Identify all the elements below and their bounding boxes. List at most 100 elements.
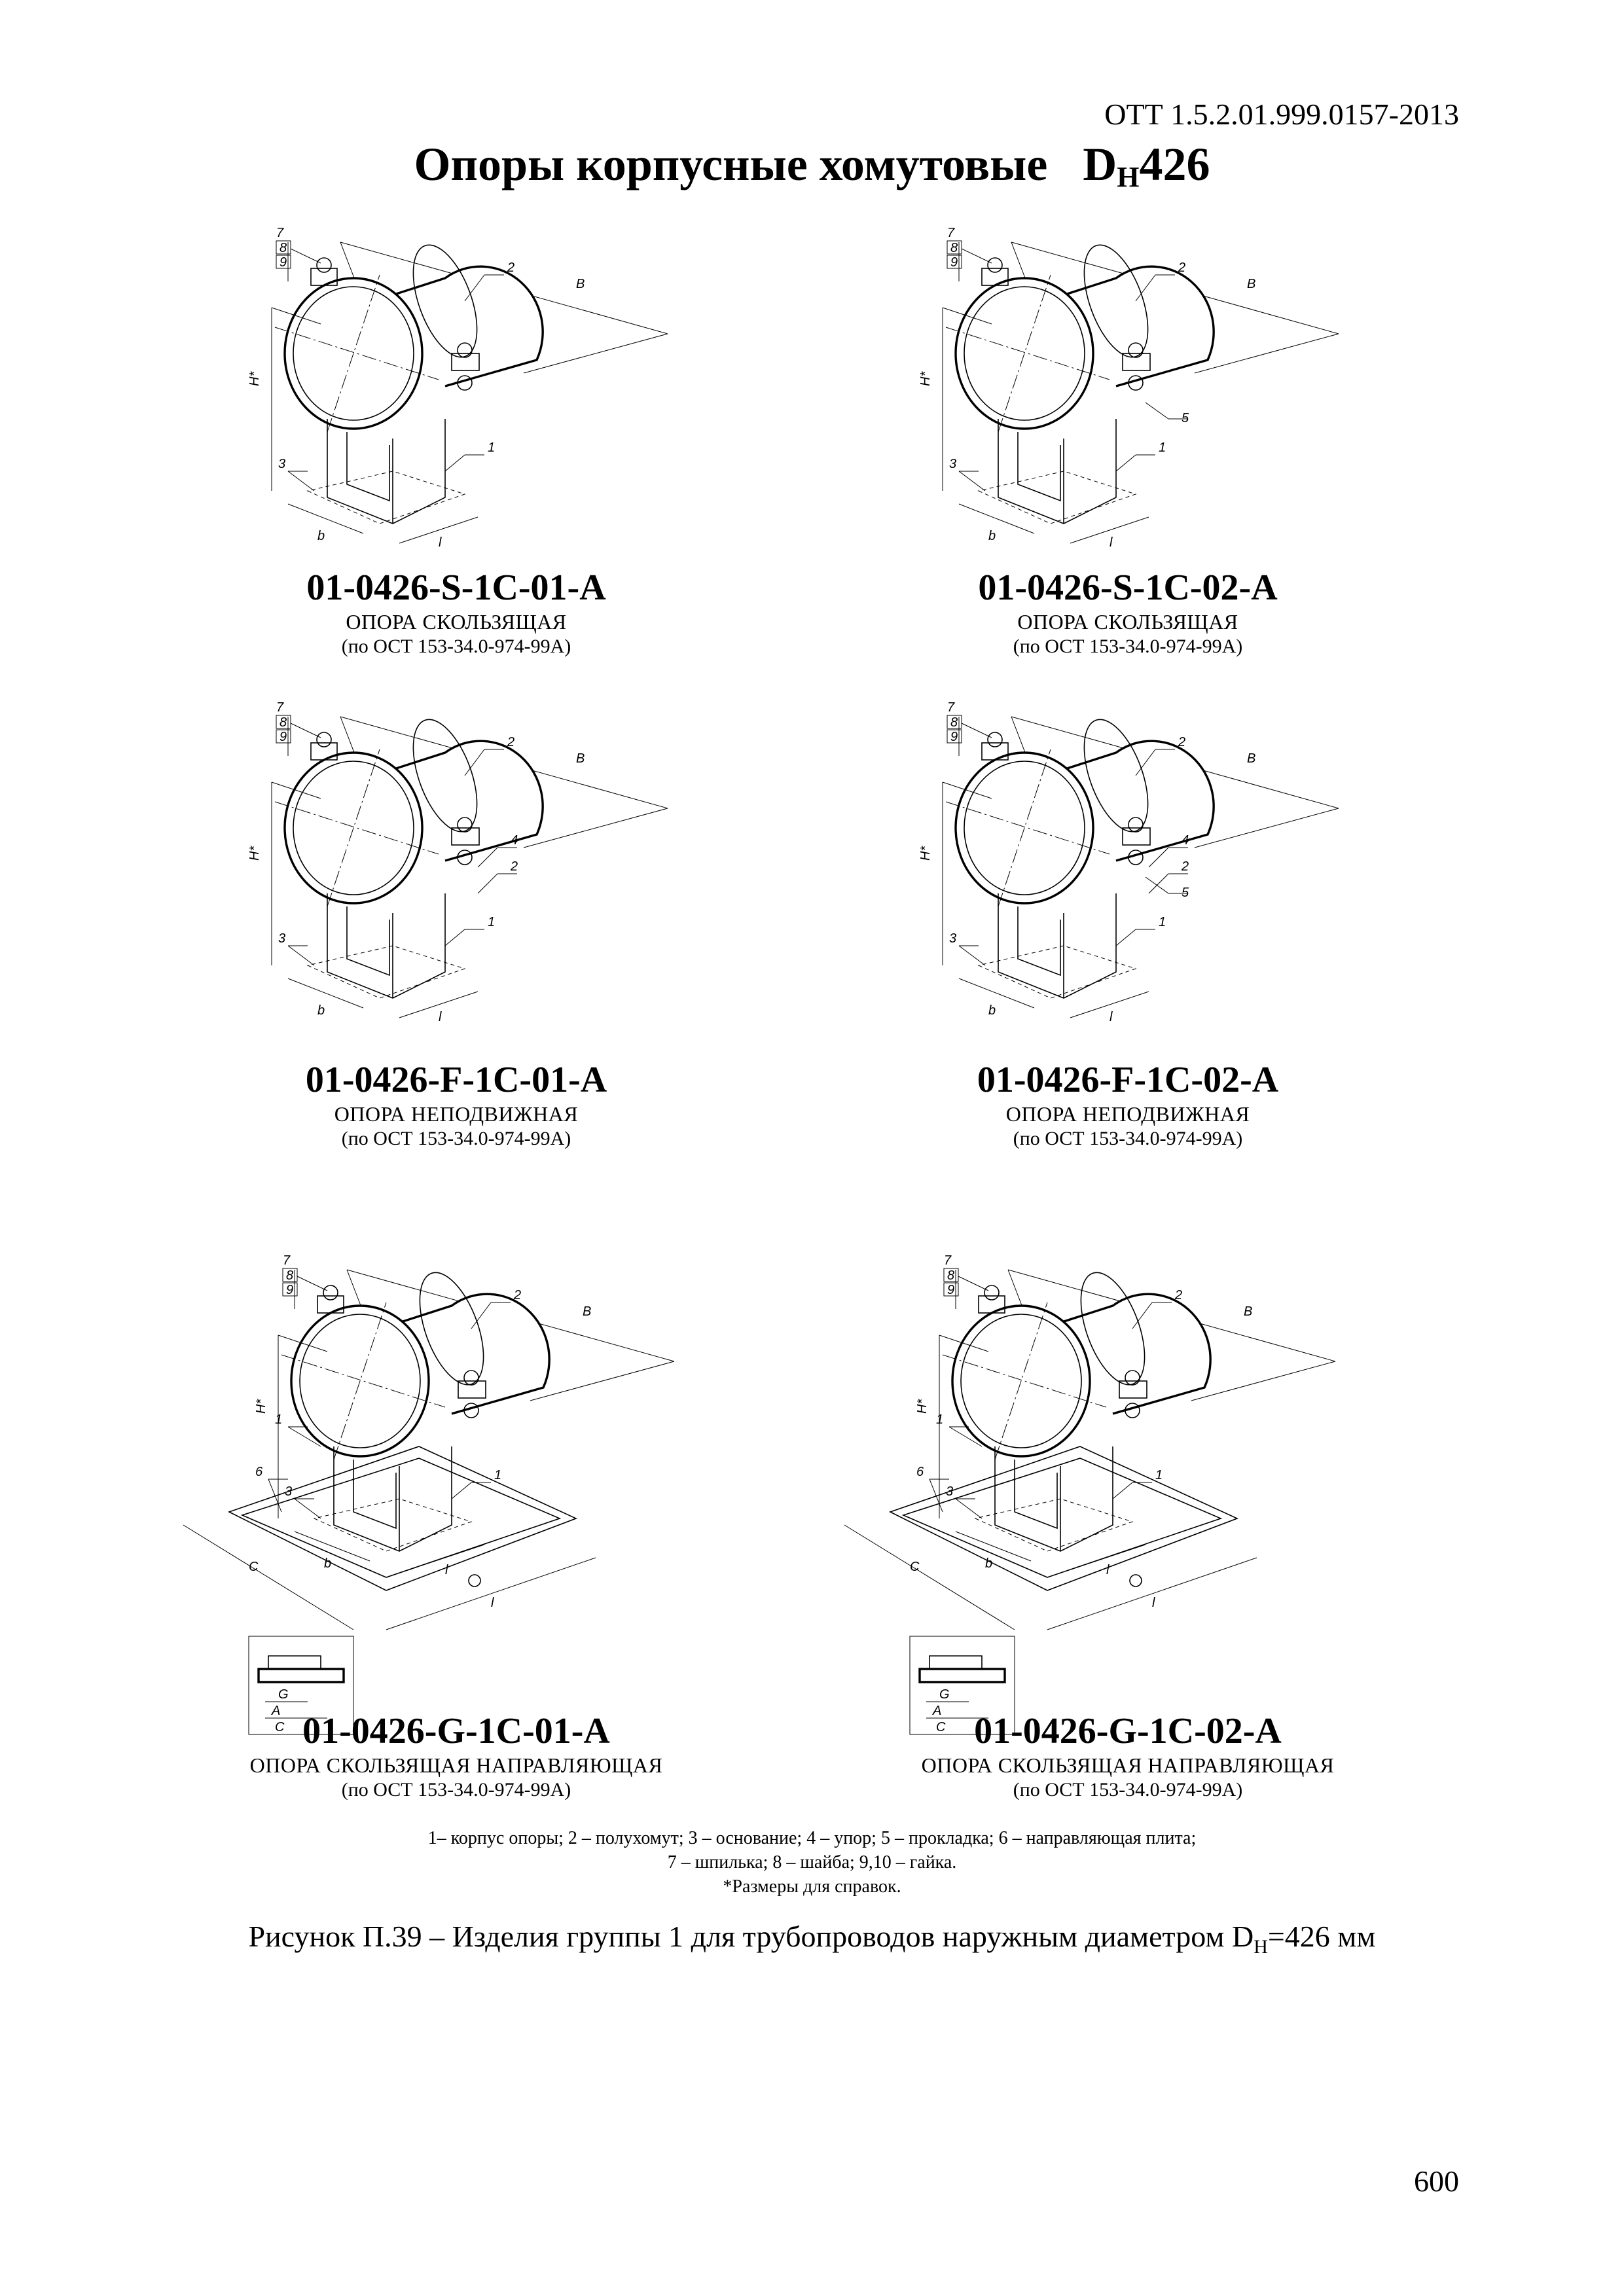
dimension-label-c: C [249, 1560, 259, 1574]
item-name: ОПОРА СКОЛЬЗЯЩАЯ [1017, 610, 1238, 634]
position-label-2: 2 [1178, 260, 1185, 275]
position-label-9: 9 [286, 1283, 293, 1297]
item-code: 01-0426-F-1C-01-A [305, 1060, 607, 1100]
nut-mid [457, 817, 473, 833]
dimension-label-b-small: b [317, 529, 325, 543]
position-label-9: 9 [950, 255, 958, 270]
position-label-1: 1 [494, 1468, 501, 1482]
centerline [274, 327, 439, 380]
position-label-9: 9 [280, 730, 287, 744]
dimension-label-l-long: l [1152, 1596, 1155, 1610]
tag-box [947, 255, 962, 269]
detail-plate [257, 1668, 345, 1683]
position-label-1: 1 [936, 1412, 943, 1427]
leader-line [287, 471, 315, 492]
position-label-7: 7 [947, 226, 955, 240]
base-outline [977, 945, 1137, 999]
leader-line [444, 454, 465, 472]
item-standard: (по ОСТ 153-34.0-974-99А) [1013, 1779, 1243, 1801]
item-caption-2: 01-0426-S-1C-02-A ОПОРА СКОЛЬЗЯЩАЯ (по О… [801, 566, 1455, 659]
pipe-end-inner [299, 1314, 421, 1448]
title-main: Опоры корпусные хомутовые [414, 138, 1048, 190]
extension-line [942, 781, 992, 799]
dimension-label-b: B [1247, 277, 1255, 291]
guide-plate [227, 1446, 578, 1591]
clamp-ring [419, 1272, 484, 1386]
extension-line [271, 307, 321, 325]
dimension-line-l-long [386, 1557, 596, 1630]
clamp-ear-bottom [1122, 353, 1151, 371]
extension-line [523, 808, 668, 848]
centerline [998, 749, 1051, 907]
base-outline [306, 471, 466, 524]
leader-line [290, 723, 321, 738]
item-name: ОПОРА СКОЛЬЗЯЩАЯ [346, 610, 567, 634]
leader-line [477, 873, 498, 894]
guide-plate-inner [240, 1458, 562, 1578]
position-label-7: 7 [947, 700, 955, 715]
item-standard: (по ОСТ 153-34.0-974-99А) [341, 1128, 571, 1149]
centerline [945, 327, 1110, 380]
leader-line [1115, 454, 1136, 472]
support-body [333, 1446, 452, 1552]
position-label-2: 2 [507, 735, 514, 749]
nut-bottom [1128, 375, 1144, 391]
pipe-end-inner [964, 286, 1085, 421]
position-label-7: 7 [276, 700, 284, 715]
dimension-label-b-small: b [985, 1556, 992, 1571]
pipe-body [353, 265, 544, 387]
leader-line [1145, 402, 1169, 420]
item-standard: (по ОСТ 153-34.0-974-99А) [341, 636, 571, 657]
pipe-end-inner [964, 761, 1085, 895]
clamp-ring [1083, 244, 1149, 358]
clamp-ear-top [317, 1295, 344, 1314]
extension-line [1194, 808, 1339, 848]
tag-box [947, 715, 962, 729]
clamp-ring [1080, 1272, 1146, 1386]
dimension-label-b-small: b [317, 1003, 325, 1018]
dimension-line-l [1070, 516, 1149, 544]
position-label-1: 1 [488, 440, 495, 455]
leader-line [955, 1498, 983, 1519]
dimension-line-l [399, 516, 478, 544]
tag-box [947, 240, 962, 255]
dimension-line-b-small [958, 503, 1035, 534]
nut-bottom [457, 375, 473, 391]
detail-plate [918, 1668, 1006, 1683]
support-body [327, 893, 446, 999]
support-rib [1017, 906, 1061, 977]
leader-line [464, 749, 485, 776]
leader-line [1148, 873, 1169, 894]
document-code: ОТТ 1.5.2.01.999.0157-2013 [1104, 98, 1459, 131]
centerline [281, 1354, 446, 1408]
position-label-6: 6 [255, 1465, 263, 1479]
dimension-label-b: B [1244, 1304, 1252, 1319]
item-caption-4: 01-0426-F-1C-02-A ОПОРА НЕПОДВИЖНАЯ (по … [801, 1058, 1455, 1151]
centerline [327, 749, 380, 907]
dimension-label-h: H* [918, 371, 933, 386]
detail-label-g: G [278, 1687, 289, 1702]
leader-line [471, 1302, 492, 1329]
position-label-4: 4 [511, 833, 518, 848]
item-name: ОПОРА СКОЛЬЗЯЩАЯ НАПРАВЛЯЮЩАЯ [921, 1753, 1335, 1777]
item-name: ОПОРА СКОЛЬЗЯЩАЯ НАПРАВЛЯЮЩАЯ [249, 1753, 663, 1777]
parts-legend: 1– корпус опоры; 2 – полухомут; 3 – осно… [0, 1826, 1624, 1899]
tag-box [947, 729, 962, 744]
dimension-line-b-small [955, 1531, 1032, 1562]
position-label-1: 1 [1155, 1468, 1163, 1482]
clamp-ear-bottom [458, 1380, 486, 1399]
leader-line [1135, 749, 1156, 776]
leader-line [294, 1498, 321, 1519]
guide-plate-inner [901, 1458, 1223, 1578]
extension-line [278, 1335, 328, 1352]
support-rib [1017, 432, 1061, 502]
support-body [327, 419, 446, 524]
dimension-line-b-small [287, 978, 364, 1009]
legend-line-2: 7 – шпилька; 8 – шайба; 9,10 – гайка. [667, 1852, 957, 1873]
item-code: 01-0426-F-1C-02-A [977, 1060, 1279, 1100]
support-rib [346, 432, 390, 502]
position-label-8: 8 [950, 715, 958, 730]
item-name: ОПОРА НЕПОДВИЖНАЯ [334, 1102, 579, 1126]
